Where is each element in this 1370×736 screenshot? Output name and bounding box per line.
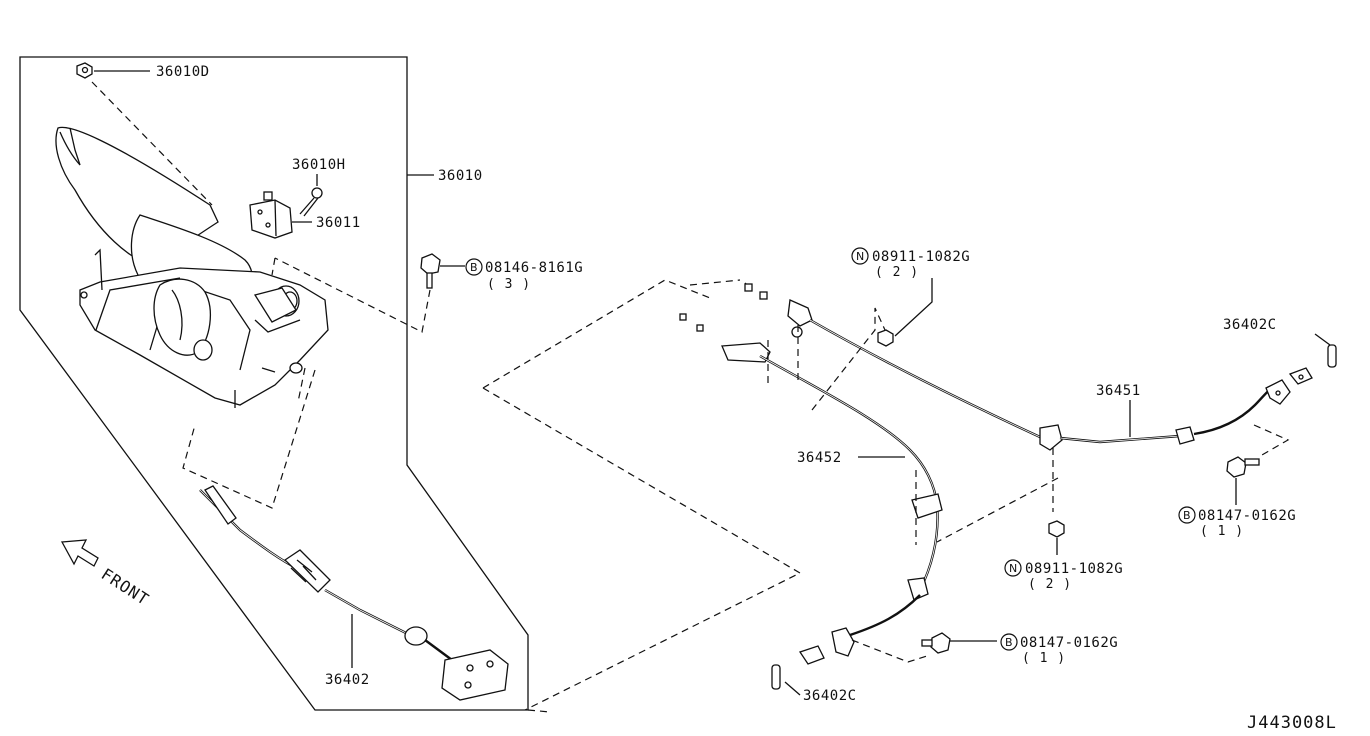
label-nut-bottom: 08911-1082G xyxy=(1025,561,1123,577)
qty-bolt-08146: ( 3 ) xyxy=(487,277,531,292)
leader-36402C-bottom xyxy=(784,681,801,696)
nut-36010D-icon xyxy=(76,62,93,79)
label-36451: 36451 xyxy=(1096,383,1141,399)
diagram-reference: J443008L xyxy=(1247,713,1337,733)
label-36010H: 36010H xyxy=(292,157,346,173)
label-36402C-bottom: 36402C xyxy=(803,688,857,704)
label-36402C-top: 36402C xyxy=(1223,317,1277,333)
label-nut-top: 08911-1082G xyxy=(872,249,970,265)
parking-brake-lever xyxy=(55,126,329,408)
bolt-prefix-3: B xyxy=(1005,636,1013,649)
bolt-prefix-circle-1 xyxy=(465,258,483,276)
bolt-prefix-circle-2 xyxy=(1178,506,1196,524)
bolt-prefix-1: B xyxy=(470,261,478,274)
dash-cable-brackets xyxy=(767,307,1290,545)
front-arrow-icon xyxy=(60,539,99,567)
nut-prefix-1: N xyxy=(856,250,864,263)
label-bolt-bottom: 08147-0162G xyxy=(1020,635,1118,651)
bolt-prefix-circle-3 xyxy=(1000,633,1018,651)
pin-36402C-top-icon xyxy=(1327,344,1337,368)
label-36452: 36452 xyxy=(797,450,842,466)
nut-bottom-icon xyxy=(1048,520,1065,538)
leader-36402C-top xyxy=(1314,333,1331,346)
switch-36011-icon xyxy=(249,191,293,239)
dash-lever-cable xyxy=(182,367,316,509)
dash-36010D xyxy=(91,81,213,206)
leader-nut-top xyxy=(894,278,933,337)
nut-prefix-2: N xyxy=(1009,562,1017,575)
label-bolt-right: 08147-0162G xyxy=(1198,508,1296,524)
qty-bolt-bottom: ( 1 ) xyxy=(1022,651,1066,666)
label-36402: 36402 xyxy=(325,672,370,688)
bolt-right-icon xyxy=(1226,456,1260,478)
bolt-prefix-2: B xyxy=(1183,509,1191,522)
assembly-boundary xyxy=(19,56,529,711)
qty-bolt-right: ( 1 ) xyxy=(1200,524,1244,539)
bolt-bottom-icon xyxy=(921,632,951,654)
rear-cables xyxy=(679,282,1313,665)
qty-nut-top: ( 2 ) xyxy=(875,265,919,280)
nut-prefix-circle-1 xyxy=(851,247,869,265)
screw-36010H-icon xyxy=(299,187,323,217)
bolt-08146-icon xyxy=(420,253,441,289)
label-36010: 36010 xyxy=(438,168,483,184)
label-36010D: 36010D xyxy=(156,64,210,80)
qty-nut-bottom: ( 2 ) xyxy=(1028,577,1072,592)
dash-bolt-08146 xyxy=(271,257,431,333)
label-36011: 36011 xyxy=(316,215,361,231)
front-cable-36402 xyxy=(199,485,509,701)
pin-36402C-bottom-icon xyxy=(771,664,781,690)
dash-bolt-bottom xyxy=(851,639,931,663)
label-front: FRONT xyxy=(98,564,153,609)
nut-prefix-circle-2 xyxy=(1004,559,1022,577)
nut-top-icon xyxy=(877,329,894,347)
label-bolt-08146: 08146-8161G xyxy=(485,260,583,276)
